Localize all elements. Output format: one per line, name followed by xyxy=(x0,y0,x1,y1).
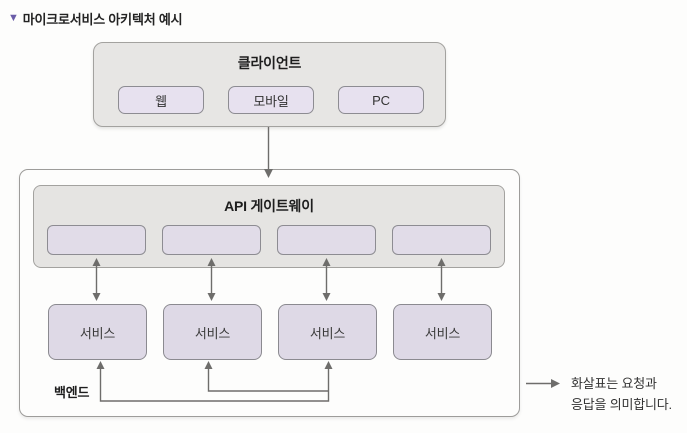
backend-group-label: 백엔드 xyxy=(54,385,90,400)
service-box-3: 서비스 xyxy=(278,304,377,360)
api-gateway-slot xyxy=(277,225,376,255)
api-gateway-title: API 게이트웨이 xyxy=(224,198,314,214)
diagram-title: ▼ 마이크로서비스 아키텍처 예시 xyxy=(8,9,183,28)
legend-arrow-icon xyxy=(526,379,560,388)
api-gateway-box: API 게이트웨이 xyxy=(33,185,505,268)
backend-group-box: API 게이트웨이 서비스 서비스 서비스 서비스 백엔드 xyxy=(19,169,520,417)
client-item-web: 웹 xyxy=(118,86,204,114)
diagram-title-text: 마이크로서비스 아키텍처 예시 xyxy=(22,12,183,27)
api-gateway-slot xyxy=(162,225,261,255)
legend-caption-line1: 화살표는 요청과 xyxy=(571,376,657,391)
api-gateway-slot xyxy=(392,225,491,255)
service-box-1: 서비스 xyxy=(48,304,147,360)
client-group-box: 클라이언트 웹 모바일 PC xyxy=(93,42,446,127)
client-group-title: 클라이언트 xyxy=(237,55,302,71)
service-box-2: 서비스 xyxy=(163,304,262,360)
triangle-bullet-icon: ▼ xyxy=(8,12,19,24)
legend-caption-line2: 응답을 의미합니다. xyxy=(571,397,672,412)
client-item-pc: PC xyxy=(338,86,424,114)
api-gateway-slot xyxy=(47,225,146,255)
legend-caption: 화살표는 요청과 응답을 의미합니다. xyxy=(571,373,672,415)
client-item-mobile: 모바일 xyxy=(228,86,314,114)
service-box-4: 서비스 xyxy=(393,304,492,360)
